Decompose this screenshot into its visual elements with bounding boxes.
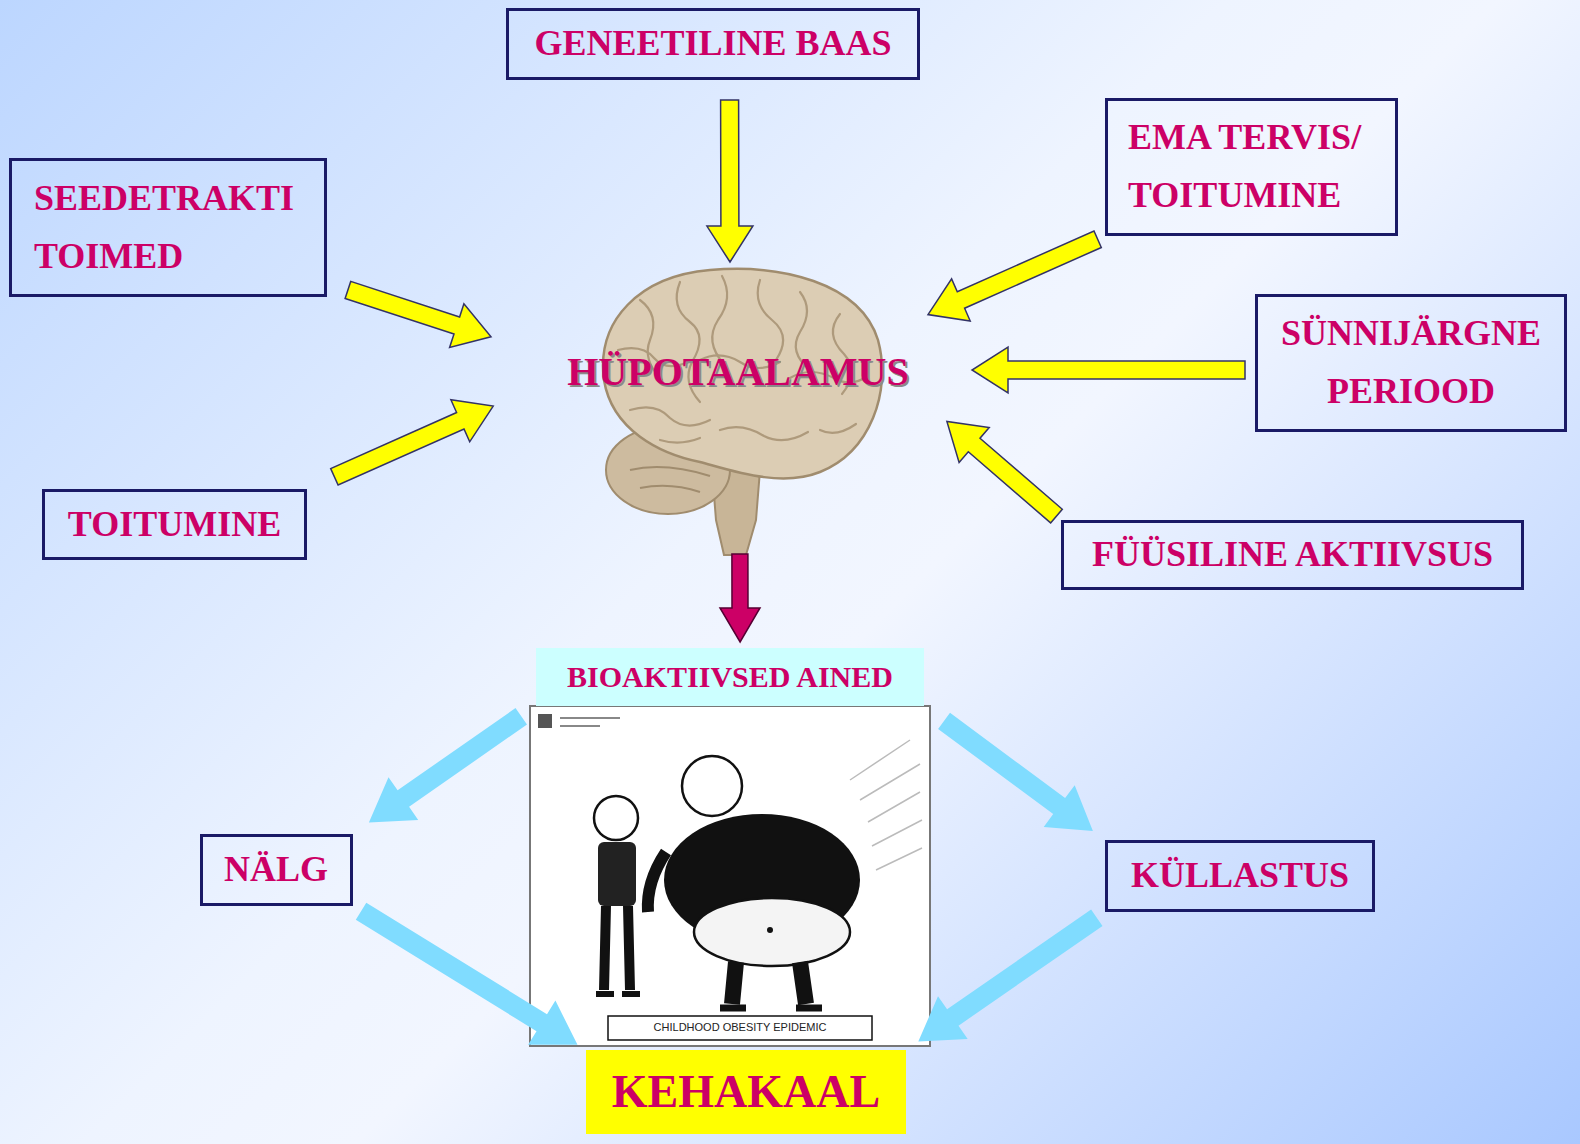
node-text: GENEETILINE BAAS [534, 15, 891, 73]
block-arrow [707, 100, 753, 262]
node-text: HÜPOTAALAMUS [567, 340, 908, 404]
node-text: SEEDETRAKTI TOIMED [34, 170, 302, 285]
block-arrow [972, 347, 1245, 393]
cartoon-picture [530, 706, 930, 1046]
node-text: TOITUMINE [68, 496, 281, 554]
brain-picture [603, 269, 882, 555]
block-arrow [356, 903, 578, 1045]
factor-box: FÜÜSILINE AKTIIVSUS [1061, 520, 1524, 590]
node-text: SÜNNIJÄRGNE PERIOOD [1278, 305, 1544, 420]
substance-band: BIOAKTIIVSED AINED [536, 648, 924, 706]
brain-node: HÜPOTAALAMUS [548, 262, 928, 554]
block-arrow [918, 910, 1102, 1042]
block-arrow [928, 231, 1101, 321]
block-arrow [938, 713, 1093, 831]
factor-box: TOITUMINE [42, 489, 307, 560]
result-box: KEHAKAAL [586, 1050, 906, 1134]
factor-box: SÜNNIJÄRGNE PERIOOD [1255, 294, 1567, 432]
block-arrow [369, 708, 527, 823]
node-text: EMA TERVIS/ TOITUMINE [1128, 109, 1375, 224]
state-box: NÄLG [200, 834, 353, 906]
block-arrow [720, 554, 760, 642]
block-arrow [331, 400, 494, 485]
factor-box: SEEDETRAKTI TOIMED [9, 158, 327, 297]
block-arrow [947, 421, 1062, 523]
node-text: BIOAKTIIVSED AINED [567, 653, 893, 701]
factor-box: EMA TERVIS/ TOITUMINE [1105, 98, 1398, 236]
factor-box: GENEETILINE BAAS [506, 8, 920, 80]
state-box: KÜLLASTUS [1105, 840, 1375, 912]
cartoon-caption: CHILDHOOD OBESITY EPIDEMIC [608, 1021, 872, 1033]
node-text: NÄLG [224, 841, 328, 899]
block-arrow [345, 281, 491, 347]
node-text: KÜLLASTUS [1131, 847, 1349, 905]
node-text: FÜÜSILINE AKTIIVSUS [1092, 526, 1493, 584]
node-text: KEHAKAAL [612, 1055, 880, 1129]
